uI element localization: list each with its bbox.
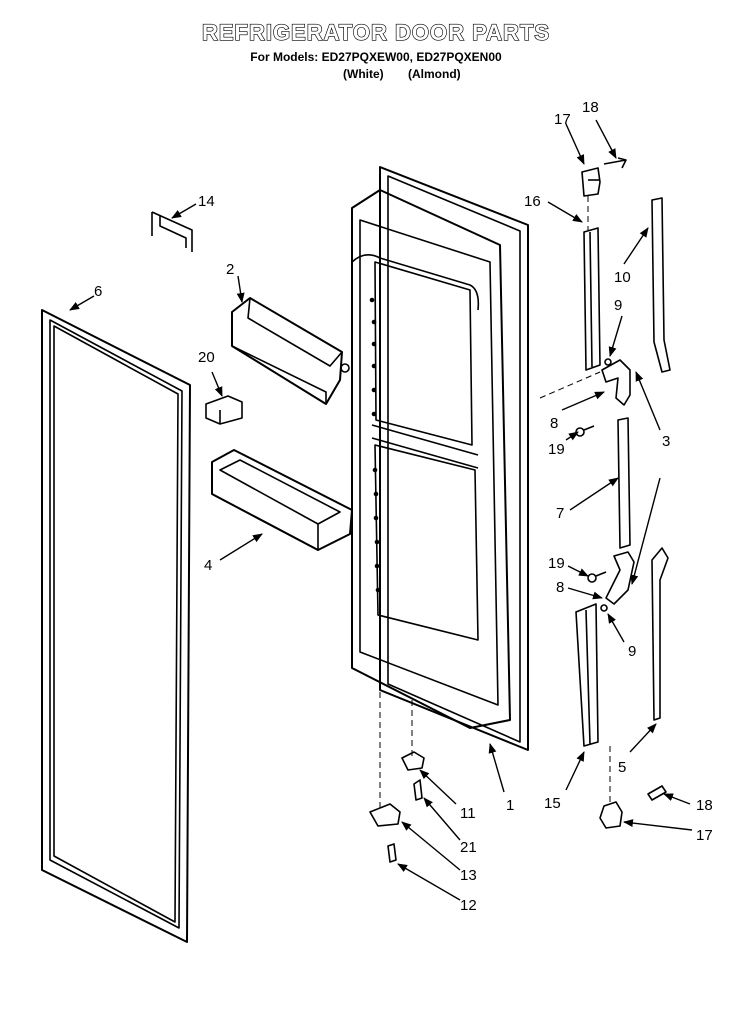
callout-9-lower: 9 <box>628 643 636 660</box>
screw-21 <box>413 779 423 801</box>
variant-almond: (Almond) <box>408 67 461 81</box>
callout-2: 2 <box>226 261 234 278</box>
callout-17-lower: 17 <box>696 827 713 844</box>
callout-21: 21 <box>460 839 477 856</box>
hinge-block <box>401 751 425 771</box>
handle-bracket-upper <box>601 359 631 406</box>
upper-handle-trim <box>651 197 671 373</box>
callout-11: 11 <box>460 805 476 822</box>
page-title: REFRIGERATOR DOOR PARTS <box>201 19 551 45</box>
callout-18-lower: 18 <box>696 797 713 814</box>
callout-4: 4 <box>204 557 212 574</box>
callout-10: 10 <box>614 269 631 286</box>
lower-hinge <box>599 801 623 829</box>
door-gasket <box>41 309 191 943</box>
screw-19-upper <box>575 425 595 437</box>
callout-6: 6 <box>94 283 102 300</box>
lower-trim <box>575 603 599 747</box>
small-bracket <box>205 395 243 425</box>
callout-20: 20 <box>198 349 215 366</box>
callout-16: 16 <box>524 193 541 210</box>
callout-5: 5 <box>618 759 626 776</box>
callout-15: 15 <box>544 795 561 812</box>
hinge-pin-13 <box>369 803 401 827</box>
alignment-lines <box>379 196 611 808</box>
lower-handle-trim <box>651 547 669 721</box>
door-liner <box>351 166 529 751</box>
callout-13: 13 <box>460 867 477 884</box>
callout-9-upper: 9 <box>614 297 622 314</box>
callout-7: 7 <box>556 505 564 522</box>
callout-17-upper: 17 <box>554 111 571 128</box>
mid-trim <box>617 417 631 549</box>
callout-18-upper: 18 <box>582 99 599 116</box>
callout-14: 14 <box>198 193 215 210</box>
bin-cover <box>231 297 350 405</box>
callout-8-lower: 8 <box>556 579 564 596</box>
models-line: For Models: ED27PQXEW00, ED27PQXEN00 <box>250 50 502 64</box>
upper-hinge-screw <box>603 157 627 169</box>
callout-19-lower: 19 <box>548 555 565 572</box>
callout-1: 1 <box>506 797 514 814</box>
upper-hinge <box>581 167 601 197</box>
clip-part <box>151 211 193 252</box>
lower-hinge-screw <box>647 785 667 801</box>
callout-12: 12 <box>460 897 477 914</box>
screw-19-lower <box>587 571 607 583</box>
callout-3: 3 <box>662 433 670 450</box>
liner-holes <box>369 297 381 593</box>
door-shelf-bin <box>211 449 353 551</box>
screw-9-lower <box>600 604 608 612</box>
screw-9-upper <box>604 358 612 366</box>
callout-19-upper: 19 <box>548 441 565 458</box>
handle-bracket-lower <box>605 551 635 605</box>
leader-lines <box>69 119 693 901</box>
screw-12 <box>387 843 397 863</box>
upper-trim <box>583 227 601 371</box>
callout-8-upper: 8 <box>550 415 558 432</box>
variant-white: (White) <box>343 67 384 81</box>
